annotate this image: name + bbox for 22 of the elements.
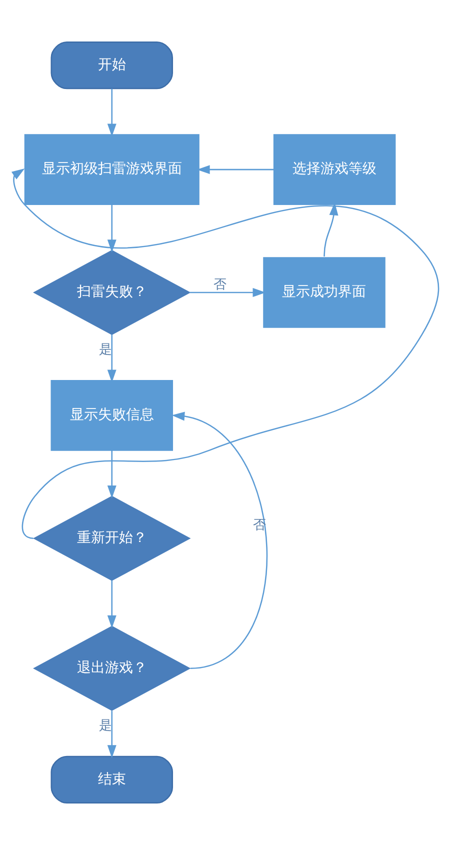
edge-label: 是 bbox=[98, 342, 112, 358]
arrow bbox=[107, 204, 116, 252]
edge-label: 是 bbox=[98, 718, 112, 734]
arrow bbox=[172, 411, 268, 668]
arrow bbox=[107, 580, 116, 628]
node-diamond: 重新开始？ bbox=[33, 495, 191, 580]
arrow bbox=[107, 334, 116, 382]
node-diamond: 扫雷失败？ bbox=[33, 249, 191, 335]
arrow bbox=[196, 164, 274, 174]
arrow bbox=[189, 287, 266, 296]
arrow bbox=[107, 88, 116, 136]
arrow bbox=[107, 710, 116, 758]
node-box: 显示初级扫雷游戏界面 bbox=[24, 134, 200, 204]
node-box: 结束 bbox=[50, 755, 174, 803]
node-box: 选择游戏等级 bbox=[273, 134, 396, 204]
arrow bbox=[107, 450, 116, 498]
node-diamond: 退出游戏？ bbox=[33, 625, 191, 710]
node-box: 显示成功界面 bbox=[263, 256, 386, 328]
node-box: 开始 bbox=[50, 41, 174, 89]
arrow bbox=[11, 168, 440, 538]
edge-label: 否 bbox=[213, 277, 226, 292]
node-box: 显示失败信息 bbox=[50, 380, 174, 450]
